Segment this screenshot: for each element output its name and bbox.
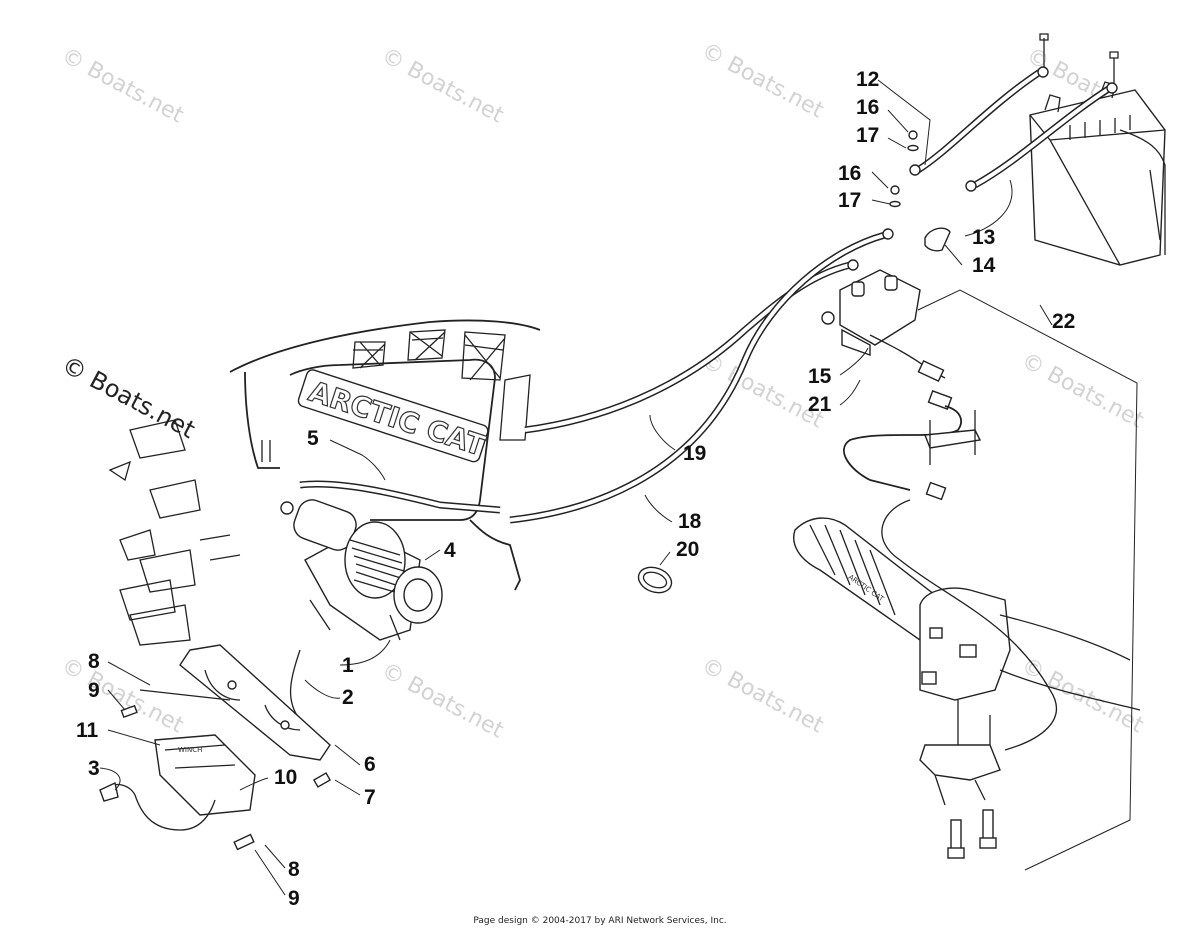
bolt-icon (312, 772, 332, 788)
watermark: © Boats.net (697, 38, 828, 123)
callout-9: 9 (88, 679, 100, 702)
callout-7: 7 (364, 786, 376, 809)
callout-16: 16 (856, 96, 879, 119)
callout-10: 10 (274, 766, 297, 789)
callout-19: 19 (683, 442, 706, 465)
winch-drum-cable (349, 539, 405, 594)
page-footer: Page design © 2004-2017 by ARI Network S… (473, 916, 727, 926)
callout-8: 8 (88, 650, 100, 673)
callout-8: 8 (288, 858, 300, 881)
callout-labels: 12 16 17 16 17 13 14 22 15 21 19 18 20 5… (76, 68, 1075, 910)
callout-11: 11 (76, 719, 99, 742)
winch-solenoid (821, 269, 982, 501)
callout-22: 22 (1052, 310, 1075, 333)
grip-ribs (809, 524, 896, 616)
battery-leads (909, 66, 1118, 192)
bolt-icon (120, 704, 138, 719)
grille-mesh (352, 329, 531, 441)
watermark: © Boats.net (697, 348, 828, 433)
callout-3: 3 (88, 757, 100, 780)
callout-16: 16 (838, 162, 861, 185)
bolt-icon (233, 833, 255, 851)
callout-5: 5 (307, 427, 319, 450)
callout-9: 9 (288, 887, 300, 910)
callout-1: 1 (342, 654, 354, 677)
switch-label: WINCH (178, 746, 202, 754)
winch-assembly (289, 499, 443, 721)
callout-13: 13 (972, 226, 995, 249)
callout-4: 4 (444, 539, 456, 562)
battery (1029, 33, 1166, 266)
watermark: © Boats.net (697, 653, 828, 738)
hose-clamp (637, 566, 673, 594)
watermark: © Boats.net (377, 658, 508, 743)
frame-detail (108, 419, 241, 646)
watermark: © Boats.net (1017, 348, 1148, 433)
watermark: © Boats.net (377, 43, 508, 128)
kit-bracket (917, 289, 1138, 871)
arctic-cat-badge: ARCTIC CAT (297, 369, 489, 463)
watermark: © Boats.net (57, 43, 188, 128)
callout-15: 15 (808, 365, 832, 388)
dash-switch-assembly: WINCH (99, 734, 256, 851)
battery-cables (280, 228, 894, 524)
callout-21: 21 (808, 393, 832, 416)
callout-17: 17 (838, 189, 861, 212)
handlebar-switch-assembly: ARCTIC CAT (793, 499, 1141, 859)
callout-6: 6 (364, 753, 376, 776)
ring-terminal (280, 501, 294, 515)
callout-12: 12 (856, 68, 879, 91)
terminal-boot-and-nuts (889, 130, 951, 252)
leader-lines (99, 79, 1053, 896)
ring-terminal (882, 228, 894, 240)
callout-17: 17 (856, 124, 879, 147)
callout-18: 18 (678, 510, 702, 533)
ring-terminal (847, 259, 859, 271)
callout-20: 20 (676, 538, 699, 561)
callout-2: 2 (342, 686, 354, 709)
callout-14: 14 (972, 254, 996, 277)
winch-mount-plate (120, 644, 332, 788)
